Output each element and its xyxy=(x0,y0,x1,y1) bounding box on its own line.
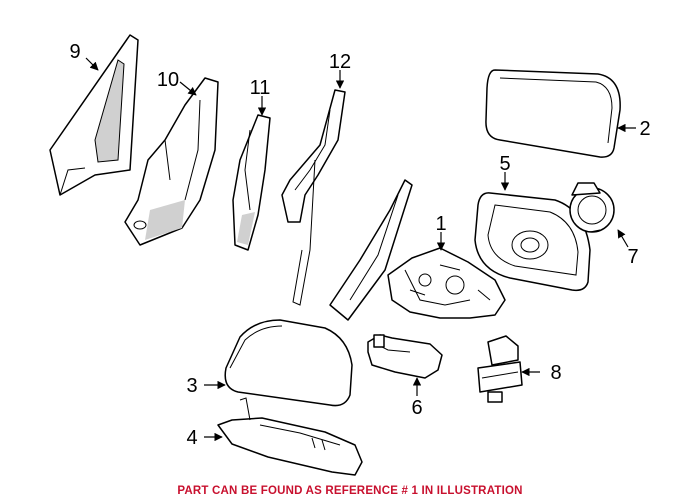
part-12-frame-trim xyxy=(281,89,346,306)
callout-1: 1 xyxy=(435,213,446,235)
callout-9: 9 xyxy=(69,41,80,63)
callout-4: 4 xyxy=(186,427,197,449)
callout-11: 11 xyxy=(250,77,271,99)
callout-6: 6 xyxy=(411,397,422,419)
callout-12: 12 xyxy=(329,51,351,73)
callout-8: 8 xyxy=(550,362,561,384)
part-5-backing-plate xyxy=(474,192,591,292)
reference-note: PART CAN BE FOUND AS REFERENCE # 1 IN IL… xyxy=(177,485,523,497)
callout-3: 3 xyxy=(186,375,197,397)
part-9-sail-trim xyxy=(49,34,139,196)
leader-9 xyxy=(85,57,99,71)
part-7-motor xyxy=(569,182,615,233)
part-10-mount-bracket xyxy=(124,77,219,246)
leader-10 xyxy=(179,81,197,96)
part-3-mirror-cover xyxy=(224,319,353,407)
part-11-seal xyxy=(232,114,271,251)
part-2-mirror-glass xyxy=(485,69,621,158)
mirror-base-gasket xyxy=(329,179,413,321)
leader-7 xyxy=(617,229,629,248)
callout-2: 2 xyxy=(639,118,650,140)
callout-10: 10 xyxy=(157,69,179,91)
part-6-bracket xyxy=(367,334,443,379)
callout-7: 7 xyxy=(627,246,638,268)
callout-5: 5 xyxy=(499,153,510,175)
part-4-lower-trim xyxy=(217,397,363,476)
part-8-puddle-lamp xyxy=(477,335,523,403)
part-1-mirror-mechanism xyxy=(387,247,506,319)
